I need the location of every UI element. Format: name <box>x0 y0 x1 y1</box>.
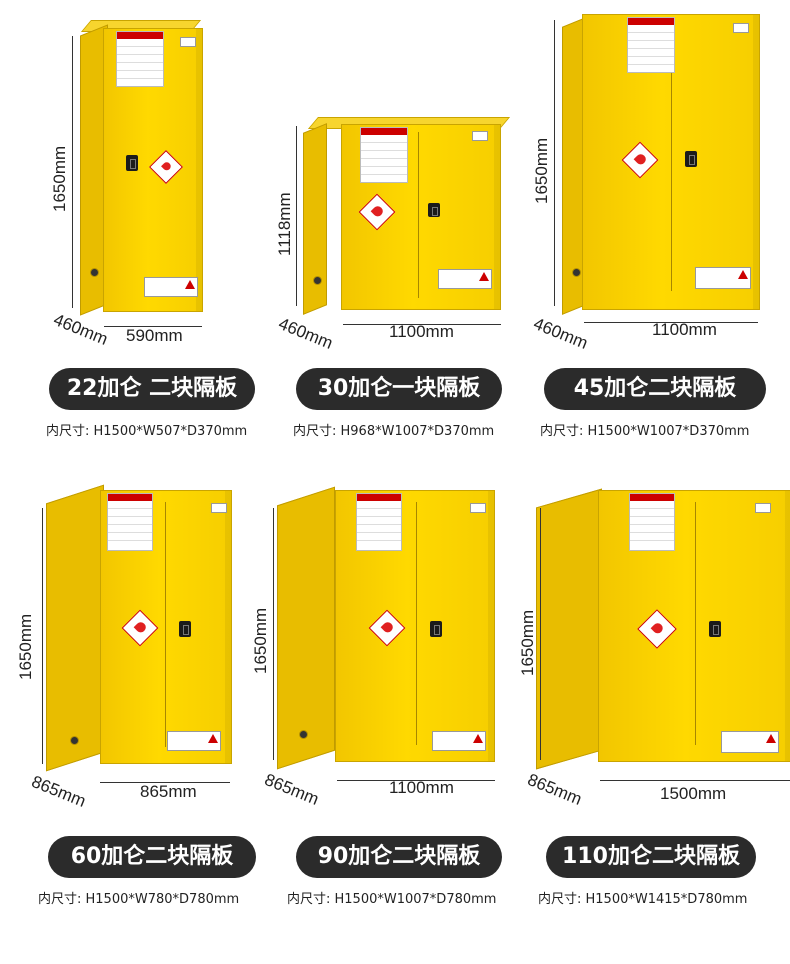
height-dim: 1650mm <box>251 607 270 674</box>
warning-triangle-icon <box>695 267 751 289</box>
ce-mark-icon <box>472 131 488 141</box>
inner-size-text: 内尺寸: H1500*W1007*D370mm <box>540 424 750 439</box>
width-dim: 1100mm <box>652 320 717 339</box>
height-dim: 1650mm <box>16 613 35 680</box>
vent-icon <box>299 730 308 739</box>
hazard-label-sheet <box>360 127 408 183</box>
ce-mark-icon <box>733 23 749 33</box>
door-split <box>695 501 696 745</box>
height-dim: 1650mm <box>518 609 537 676</box>
width-dim-line <box>104 326 202 327</box>
inner-size-text: 内尺寸: H968*W1007*D370mm <box>293 424 495 439</box>
width-dim: 590mm <box>126 326 183 345</box>
lock-handle-icon[interactable] <box>179 621 191 637</box>
warning-triangle-icon <box>144 277 198 297</box>
product-card-45gal: 1650mm 460mm 1100mm 45加仑二块隔板 内尺寸: H1500*… <box>526 0 789 470</box>
model-label-pill: 110加仑二块隔板 <box>546 836 756 878</box>
flammable-diamond-icon <box>368 609 406 647</box>
lock-handle-icon[interactable] <box>126 155 138 171</box>
depth-dim: 460mm <box>530 314 591 353</box>
width-dim: 1500mm <box>660 784 727 803</box>
hazard-label-sheet <box>627 17 675 73</box>
height-dim-line <box>273 508 274 760</box>
flammable-diamond-icon <box>621 141 659 179</box>
depth-dim: 865mm <box>28 772 89 811</box>
vent-icon <box>313 276 322 285</box>
width-dim-line <box>600 780 790 781</box>
hazard-label-sheet <box>107 493 153 551</box>
depth-dim: 460mm <box>50 310 111 349</box>
depth-dim: 865mm <box>261 770 322 809</box>
model-label-pill: 45加仑二块隔板 <box>544 368 766 410</box>
warning-triangle-icon <box>438 269 492 289</box>
warning-triangle-icon <box>721 731 779 753</box>
height-dim-line <box>540 508 541 760</box>
height-dim-line <box>554 20 555 306</box>
cabinet-body <box>598 490 790 762</box>
width-dim-line <box>343 324 501 325</box>
width-dim-line <box>100 782 230 783</box>
model-label-pill: 22加仑 二块隔板 <box>49 368 255 410</box>
product-card-110gal: 1650mm 865mm 1500mm 110加仑二块隔板 内尺寸: H1500… <box>518 478 790 948</box>
flammable-diamond-icon <box>121 609 159 647</box>
depth-dim: 460mm <box>275 314 336 353</box>
width-dim: 865mm <box>140 782 197 801</box>
model-label-pill: 30加仑一块隔板 <box>296 368 502 410</box>
width-dim-line <box>584 322 758 323</box>
warning-triangle-icon <box>432 731 486 751</box>
model-label-pill: 60加仑二块隔板 <box>48 836 256 878</box>
cabinet-body <box>582 14 760 310</box>
height-dim-line <box>42 508 43 764</box>
cabinet-side <box>536 488 602 770</box>
ce-mark-icon <box>470 503 486 513</box>
inner-size-text: 内尺寸: H1500*W507*D370mm <box>46 424 248 439</box>
cabinet-side <box>277 486 335 770</box>
product-card-90gal: 1650mm 865mm 1100mm 90加仑二块隔板 内尺寸: H1500*… <box>251 478 526 948</box>
warning-triangle-icon <box>167 731 221 751</box>
height-dim-line <box>72 36 73 308</box>
height-dim: 1650mm <box>50 145 69 212</box>
ce-mark-icon <box>180 37 196 47</box>
height-dim: 1650mm <box>532 137 551 204</box>
cabinet-body <box>103 28 203 312</box>
flammable-diamond-icon <box>358 193 396 231</box>
door-split <box>416 501 417 745</box>
product-card-22gal: 1650mm 460mm 590mm 22加仑 二块隔板 内尺寸: H1500*… <box>0 0 263 470</box>
width-dim: 1100mm <box>389 322 454 341</box>
ce-mark-icon <box>211 503 227 513</box>
model-label-pill: 90加仑二块隔板 <box>296 836 502 878</box>
cabinet-side <box>46 484 104 772</box>
cabinet-body <box>335 490 495 762</box>
height-dim: 1118mm <box>275 192 294 256</box>
inner-size-text: 内尺寸: H1500*W780*D780mm <box>38 892 240 907</box>
vent-icon <box>90 268 99 277</box>
inner-size-text: 内尺寸: H1500*W1415*D780mm <box>538 892 748 907</box>
width-dim-line <box>337 780 495 781</box>
door-split <box>671 26 672 292</box>
ce-mark-icon <box>755 503 771 513</box>
depth-dim: 865mm <box>524 770 585 809</box>
product-card-30gal: 1118mm 460mm 1100mm 30加仑一块隔板 内尺寸: H968*W… <box>263 0 526 470</box>
width-dim: 1100mm <box>389 778 454 797</box>
hazard-label-sheet <box>116 31 164 87</box>
product-card-60gal: 1650mm 865mm 865mm 60加仑二块隔板 内尺寸: H1500*W… <box>0 478 263 948</box>
door-split <box>165 501 166 747</box>
lock-handle-icon[interactable] <box>685 151 697 167</box>
lock-handle-icon[interactable] <box>430 621 442 637</box>
vent-icon <box>70 736 79 745</box>
cabinet-body <box>100 490 232 764</box>
height-dim-line <box>296 126 297 306</box>
door-split <box>418 132 419 298</box>
hazard-label-sheet <box>629 493 675 551</box>
vent-icon <box>572 268 581 277</box>
flammable-diamond-icon <box>149 150 183 184</box>
lock-handle-icon[interactable] <box>709 621 721 637</box>
cabinet-side <box>303 123 327 315</box>
lock-handle-icon[interactable] <box>428 203 440 217</box>
inner-size-text: 内尺寸: H1500*W1007*D780mm <box>287 892 497 907</box>
hazard-label-sheet <box>356 493 402 551</box>
flammable-diamond-icon <box>637 609 677 649</box>
cabinet-body <box>341 124 501 310</box>
